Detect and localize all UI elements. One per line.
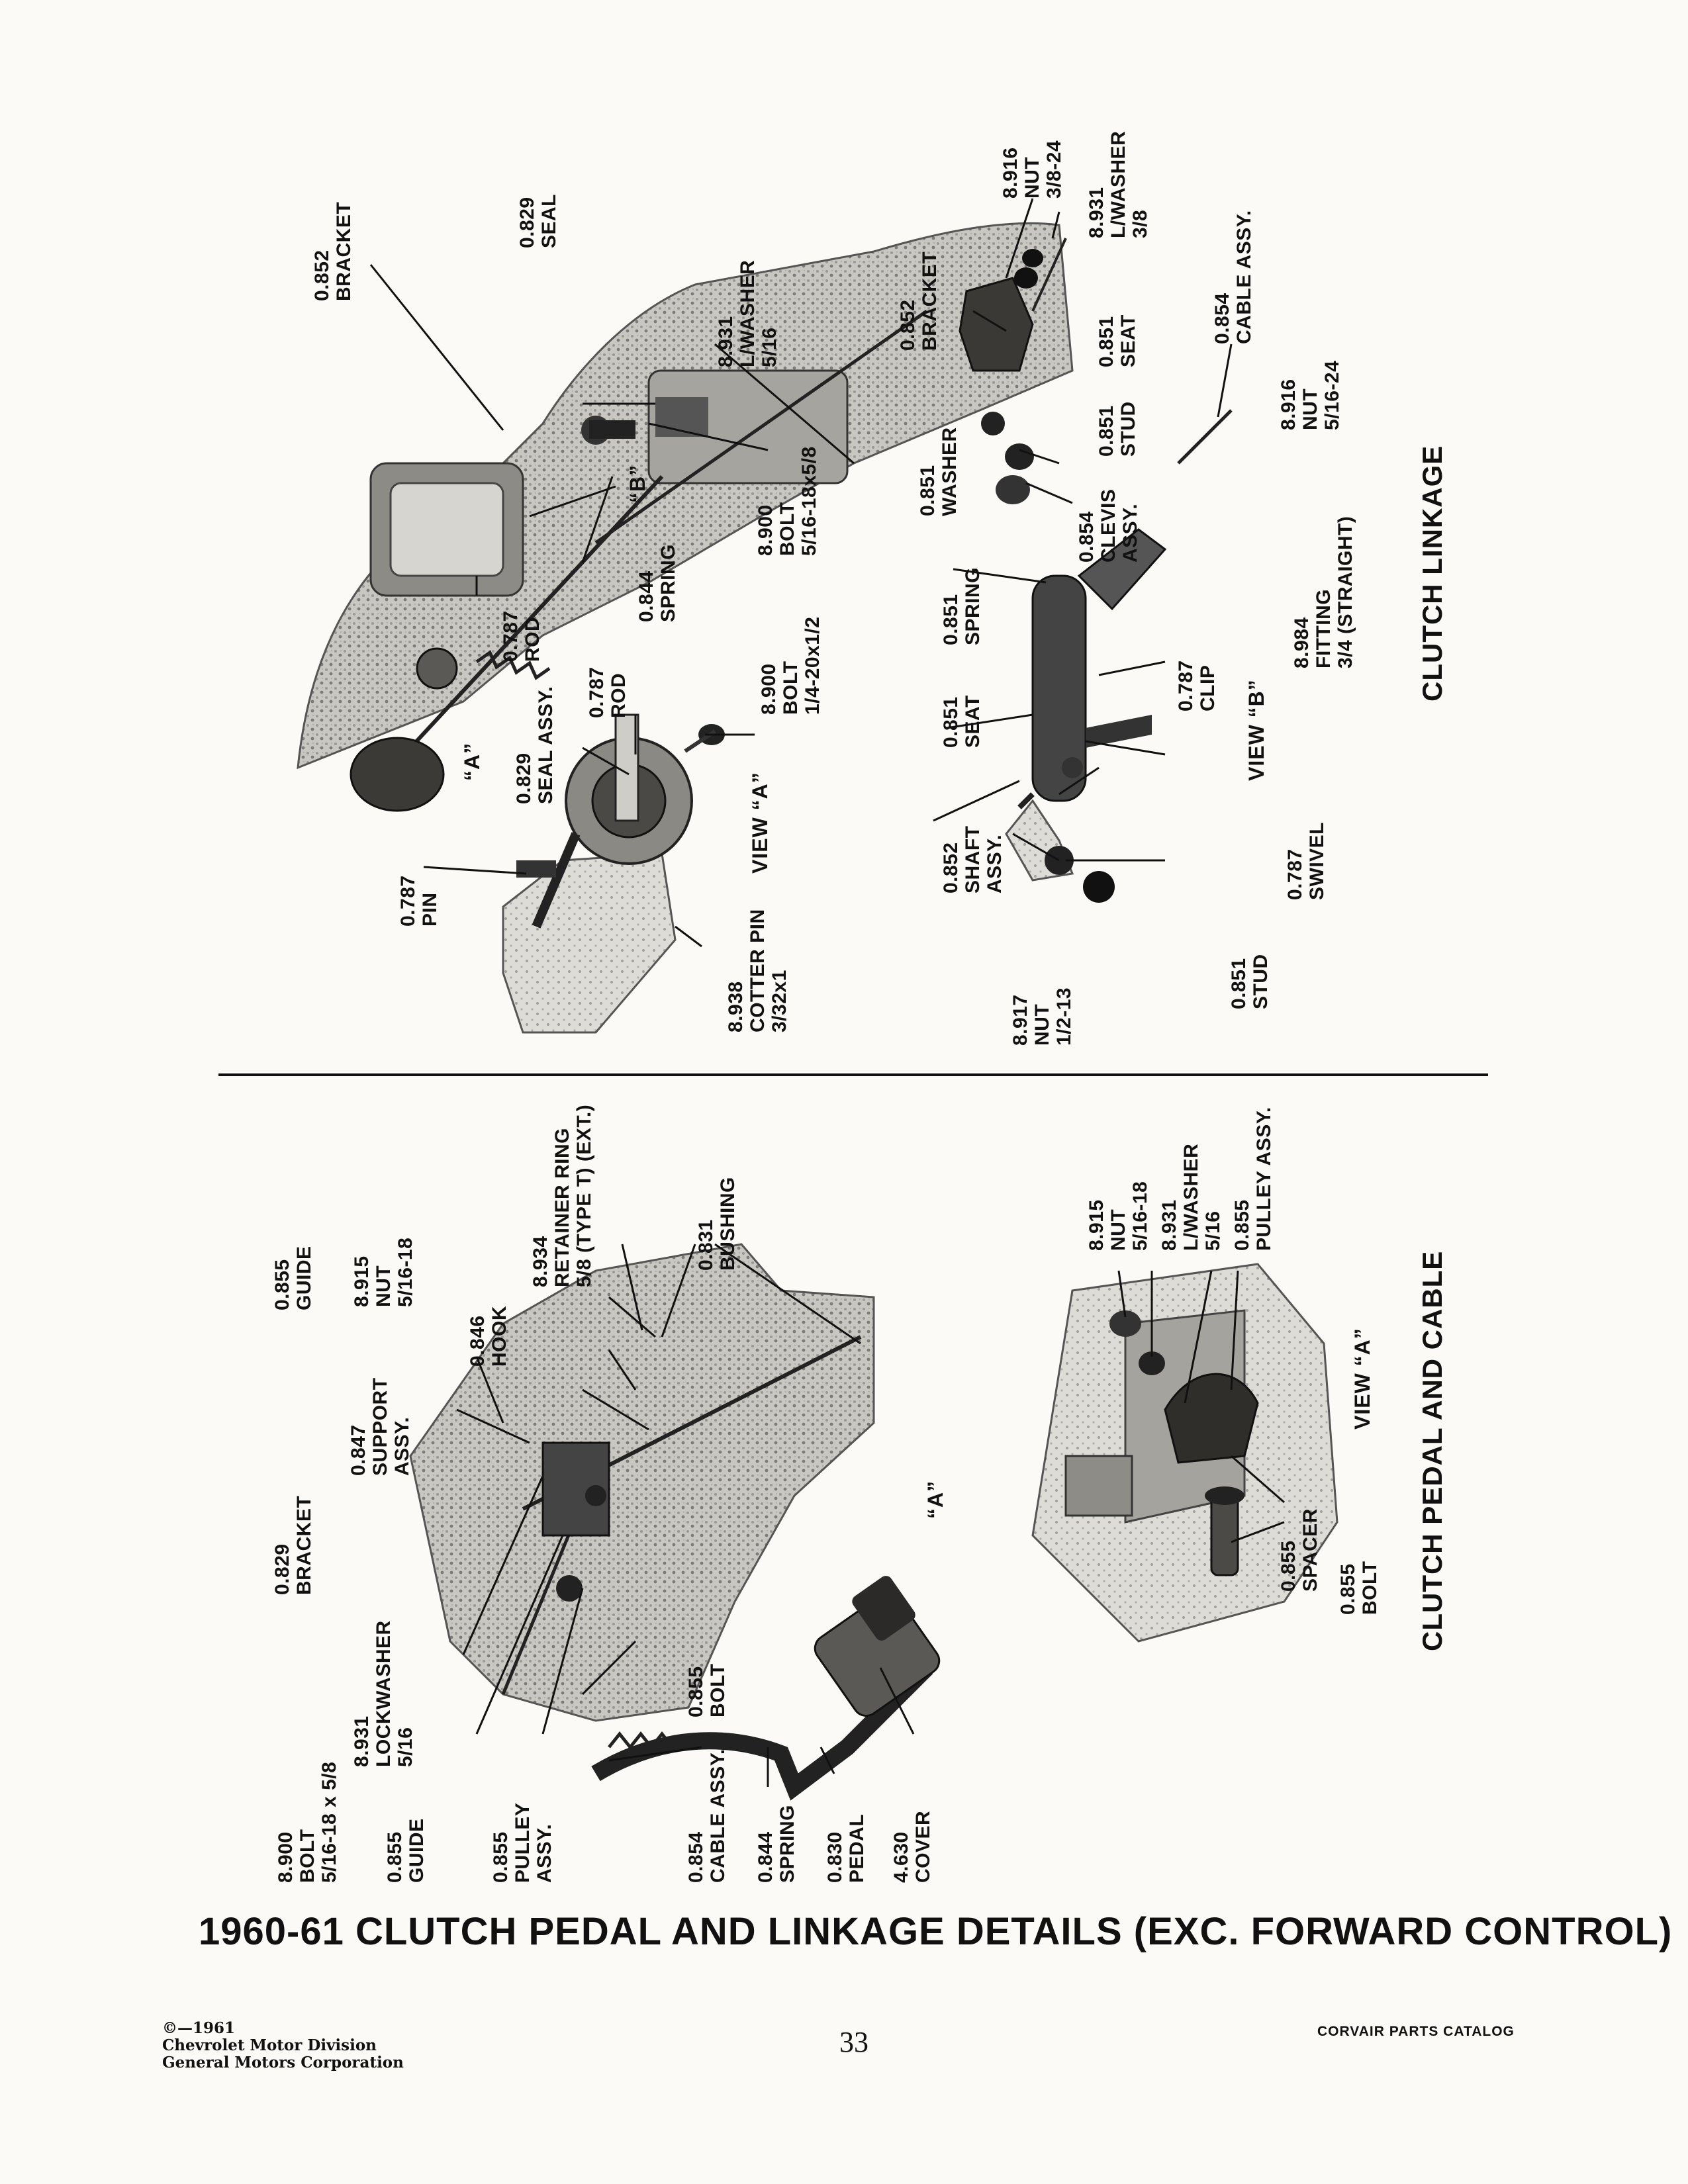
publisher-line: Chevrolet Motor Division	[162, 2036, 377, 2054]
view-a-label-top: VIEW “A”	[748, 772, 772, 874]
marker-b-top: “B”	[626, 464, 649, 503]
corporation-line: General Motors Corporation	[162, 2054, 404, 2071]
copyright-block: ©—1961 Chevrolet Motor Division General …	[162, 2020, 404, 2071]
copyright-line: ©—1961	[162, 2019, 236, 2037]
catalog-name: CORVAIR PARTS CATALOG	[1317, 2024, 1515, 2039]
view-a-seal-drawing	[502, 713, 725, 1034]
clutch-pedal-drawing	[409, 1243, 941, 1801]
section-divider	[218, 1073, 1488, 1076]
view-b-label: VIEW “B”	[1244, 679, 1268, 781]
view-a-pulley-drawing	[1031, 1263, 1338, 1643]
page-number: 33	[839, 2026, 868, 2058]
page-main-title: 1960-61 CLUTCH PEDAL AND LINKAGE DETAILS…	[199, 1910, 1673, 1953]
section-title-clutch-pedal-and-cable: CLUTCH PEDAL AND CABLE	[1417, 1250, 1448, 1651]
view-a-label-bottom: VIEW “A”	[1350, 1328, 1374, 1430]
section-title-clutch-linkage: CLUTCH LINKAGE	[1417, 445, 1448, 702]
marker-a-bottom: “A”	[923, 1480, 947, 1519]
marker-a-top: “A”	[460, 742, 484, 781]
leader-lines	[369, 198, 1285, 1787]
clutch-linkage-drawing	[297, 222, 1074, 812]
